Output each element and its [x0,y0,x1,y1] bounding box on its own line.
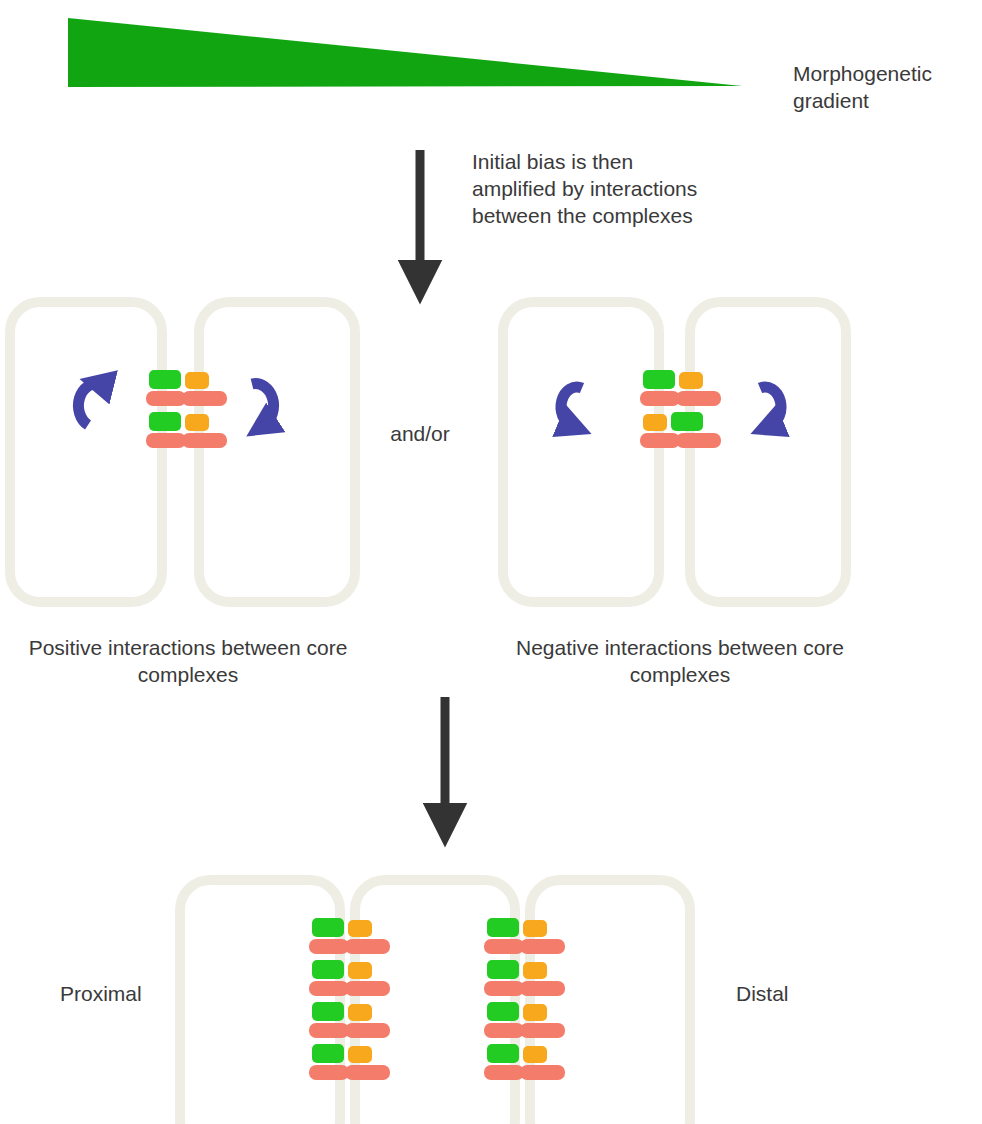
cell-outlines [180,880,690,1124]
cell-outlines [10,302,846,602]
flow-arrow [441,697,450,825]
step-note: Initial bias is then amplified by intera… [472,148,712,229]
flow-arrow [416,150,425,282]
gradient-label: Morphogenetic gradient [793,60,973,114]
axis-label: Distal [736,980,846,1007]
panel-caption: Negative interactions between core compl… [500,634,860,688]
conjunction-label: and/or [380,420,460,447]
axis-label: Proximal [60,980,170,1007]
gradient-wedge [68,18,742,87]
feedback-arrows [78,384,781,426]
panel-caption: Positive interactions between core compl… [18,634,358,688]
